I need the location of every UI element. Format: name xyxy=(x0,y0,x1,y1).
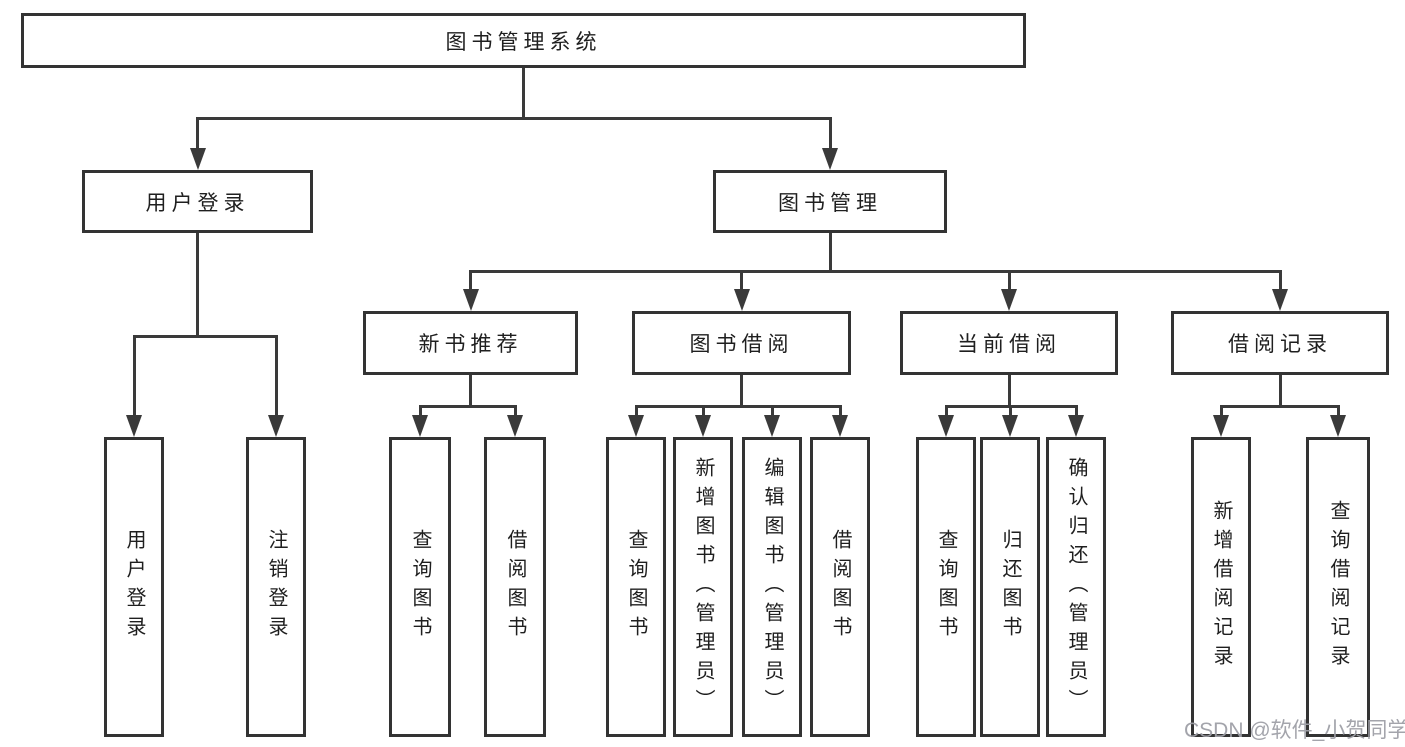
node-label: 新增借阅记录 xyxy=(1210,500,1232,674)
arrow-down-icon xyxy=(832,415,848,437)
connector-branch xyxy=(132,334,278,338)
arrow-down-icon xyxy=(938,415,954,437)
connector-trunk xyxy=(828,233,832,273)
connector-drop xyxy=(1336,406,1340,417)
arrow-down-icon xyxy=(268,415,284,437)
node-label: 借阅图书 xyxy=(504,529,526,645)
node-leaf-bb-add: 新增图书（管理员） xyxy=(673,437,733,737)
node-book-borrow: 图书借阅 xyxy=(632,311,851,375)
connector-trunk xyxy=(469,375,472,408)
node-label: 用户登录 xyxy=(145,191,250,215)
connector-drop xyxy=(634,406,638,417)
arrow-down-icon xyxy=(507,415,523,437)
arrow-down-icon xyxy=(1001,289,1017,311)
node-new-book-rec: 新书推荐 xyxy=(363,311,578,375)
connector-drop xyxy=(1008,406,1012,417)
node-label: 图书借阅 xyxy=(689,333,794,356)
connector-drop xyxy=(513,406,517,417)
connector-drop xyxy=(1219,406,1223,417)
node-leaf-cb-return: 归还图书 xyxy=(980,437,1040,737)
connector-branch xyxy=(1219,404,1340,408)
node-current-borrow: 当前借阅 xyxy=(900,311,1118,375)
node-label: 确认归还（管理员） xyxy=(1065,456,1087,718)
connector-drop xyxy=(132,336,136,417)
node-label: 借阅记录 xyxy=(1228,333,1332,356)
connector-drop xyxy=(770,406,774,417)
arrow-down-icon xyxy=(822,148,838,170)
node-label: 查询借阅记录 xyxy=(1327,500,1349,674)
connector-branch xyxy=(634,404,842,408)
node-leaf-logout: 注销登录 xyxy=(246,437,306,737)
node-root: 图书管理系统 xyxy=(21,13,1026,68)
node-leaf-rec-borrow: 借阅图书 xyxy=(484,437,546,737)
node-label: 注销登录 xyxy=(265,529,287,645)
node-book-mgmt: 图书管理 xyxy=(713,170,947,233)
node-user-login: 用户登录 xyxy=(82,170,313,233)
node-label: 查询图书 xyxy=(409,529,431,645)
node-label: 当前借阅 xyxy=(957,333,1061,356)
arrow-down-icon xyxy=(462,289,479,311)
connector-branch xyxy=(469,269,1282,273)
arrow-down-icon xyxy=(628,415,644,437)
connector-drop xyxy=(838,406,842,417)
node-label: 新书推荐 xyxy=(418,333,523,356)
node-leaf-br-add: 新增借阅记录 xyxy=(1191,437,1251,737)
node-leaf-cb-confirm: 确认归还（管理员） xyxy=(1046,437,1106,737)
connector-drop xyxy=(1074,406,1078,417)
connector-trunk xyxy=(740,375,743,408)
node-borrow-records: 借阅记录 xyxy=(1171,311,1389,375)
csdn-watermark: CSDN @软件_小贺同学 xyxy=(1184,719,1405,742)
arrow-down-icon xyxy=(412,415,428,437)
connector-drop xyxy=(701,406,705,417)
connector-trunk xyxy=(1278,375,1282,408)
node-label: 图书管理 xyxy=(778,191,882,215)
node-label: 归还图书 xyxy=(999,529,1021,645)
node-leaf-bb-query: 查询图书 xyxy=(606,437,666,737)
connector-branch xyxy=(418,404,517,408)
node-label: 图书管理系统 xyxy=(445,30,602,54)
connector-trunk xyxy=(196,233,199,338)
node-label: 借阅图书 xyxy=(829,529,851,645)
node-label: 新增图书（管理员） xyxy=(692,456,714,718)
connector-drop xyxy=(1007,271,1011,291)
connector-drop xyxy=(740,271,743,291)
node-leaf-br-query: 查询借阅记录 xyxy=(1306,437,1370,737)
connector-drop xyxy=(418,406,422,417)
node-label: 查询图书 xyxy=(625,529,647,645)
arrow-down-icon xyxy=(126,415,142,437)
arrow-down-icon xyxy=(764,415,780,437)
connector-branch xyxy=(196,116,832,120)
arrow-down-icon xyxy=(1213,415,1229,437)
node-leaf-bb-borrow: 借阅图书 xyxy=(810,437,870,737)
connector-drop xyxy=(196,118,199,150)
node-label: 编辑图书（管理员） xyxy=(761,456,783,718)
arrow-down-icon xyxy=(189,148,206,170)
node-leaf-bb-edit: 编辑图书（管理员） xyxy=(742,437,802,737)
arrow-down-icon xyxy=(1330,415,1346,437)
arrow-down-icon xyxy=(695,415,711,437)
node-label: 用户登录 xyxy=(123,529,145,645)
connector-trunk xyxy=(1007,375,1011,408)
node-leaf-user-login: 用户登录 xyxy=(104,437,164,737)
arrow-down-icon xyxy=(1272,289,1288,311)
arrow-down-icon xyxy=(1068,415,1084,437)
connector-drop xyxy=(944,406,948,417)
connector-drop xyxy=(1278,271,1282,291)
connector-drop xyxy=(828,118,832,150)
connector-drop xyxy=(274,336,278,417)
node-label: 查询图书 xyxy=(935,529,957,645)
connector-drop xyxy=(469,271,472,291)
node-leaf-cb-query: 查询图书 xyxy=(916,437,976,737)
connector-trunk xyxy=(522,68,525,120)
arrow-down-icon xyxy=(1002,415,1018,437)
node-leaf-rec-query: 查询图书 xyxy=(389,437,451,737)
arrow-down-icon xyxy=(733,289,750,311)
